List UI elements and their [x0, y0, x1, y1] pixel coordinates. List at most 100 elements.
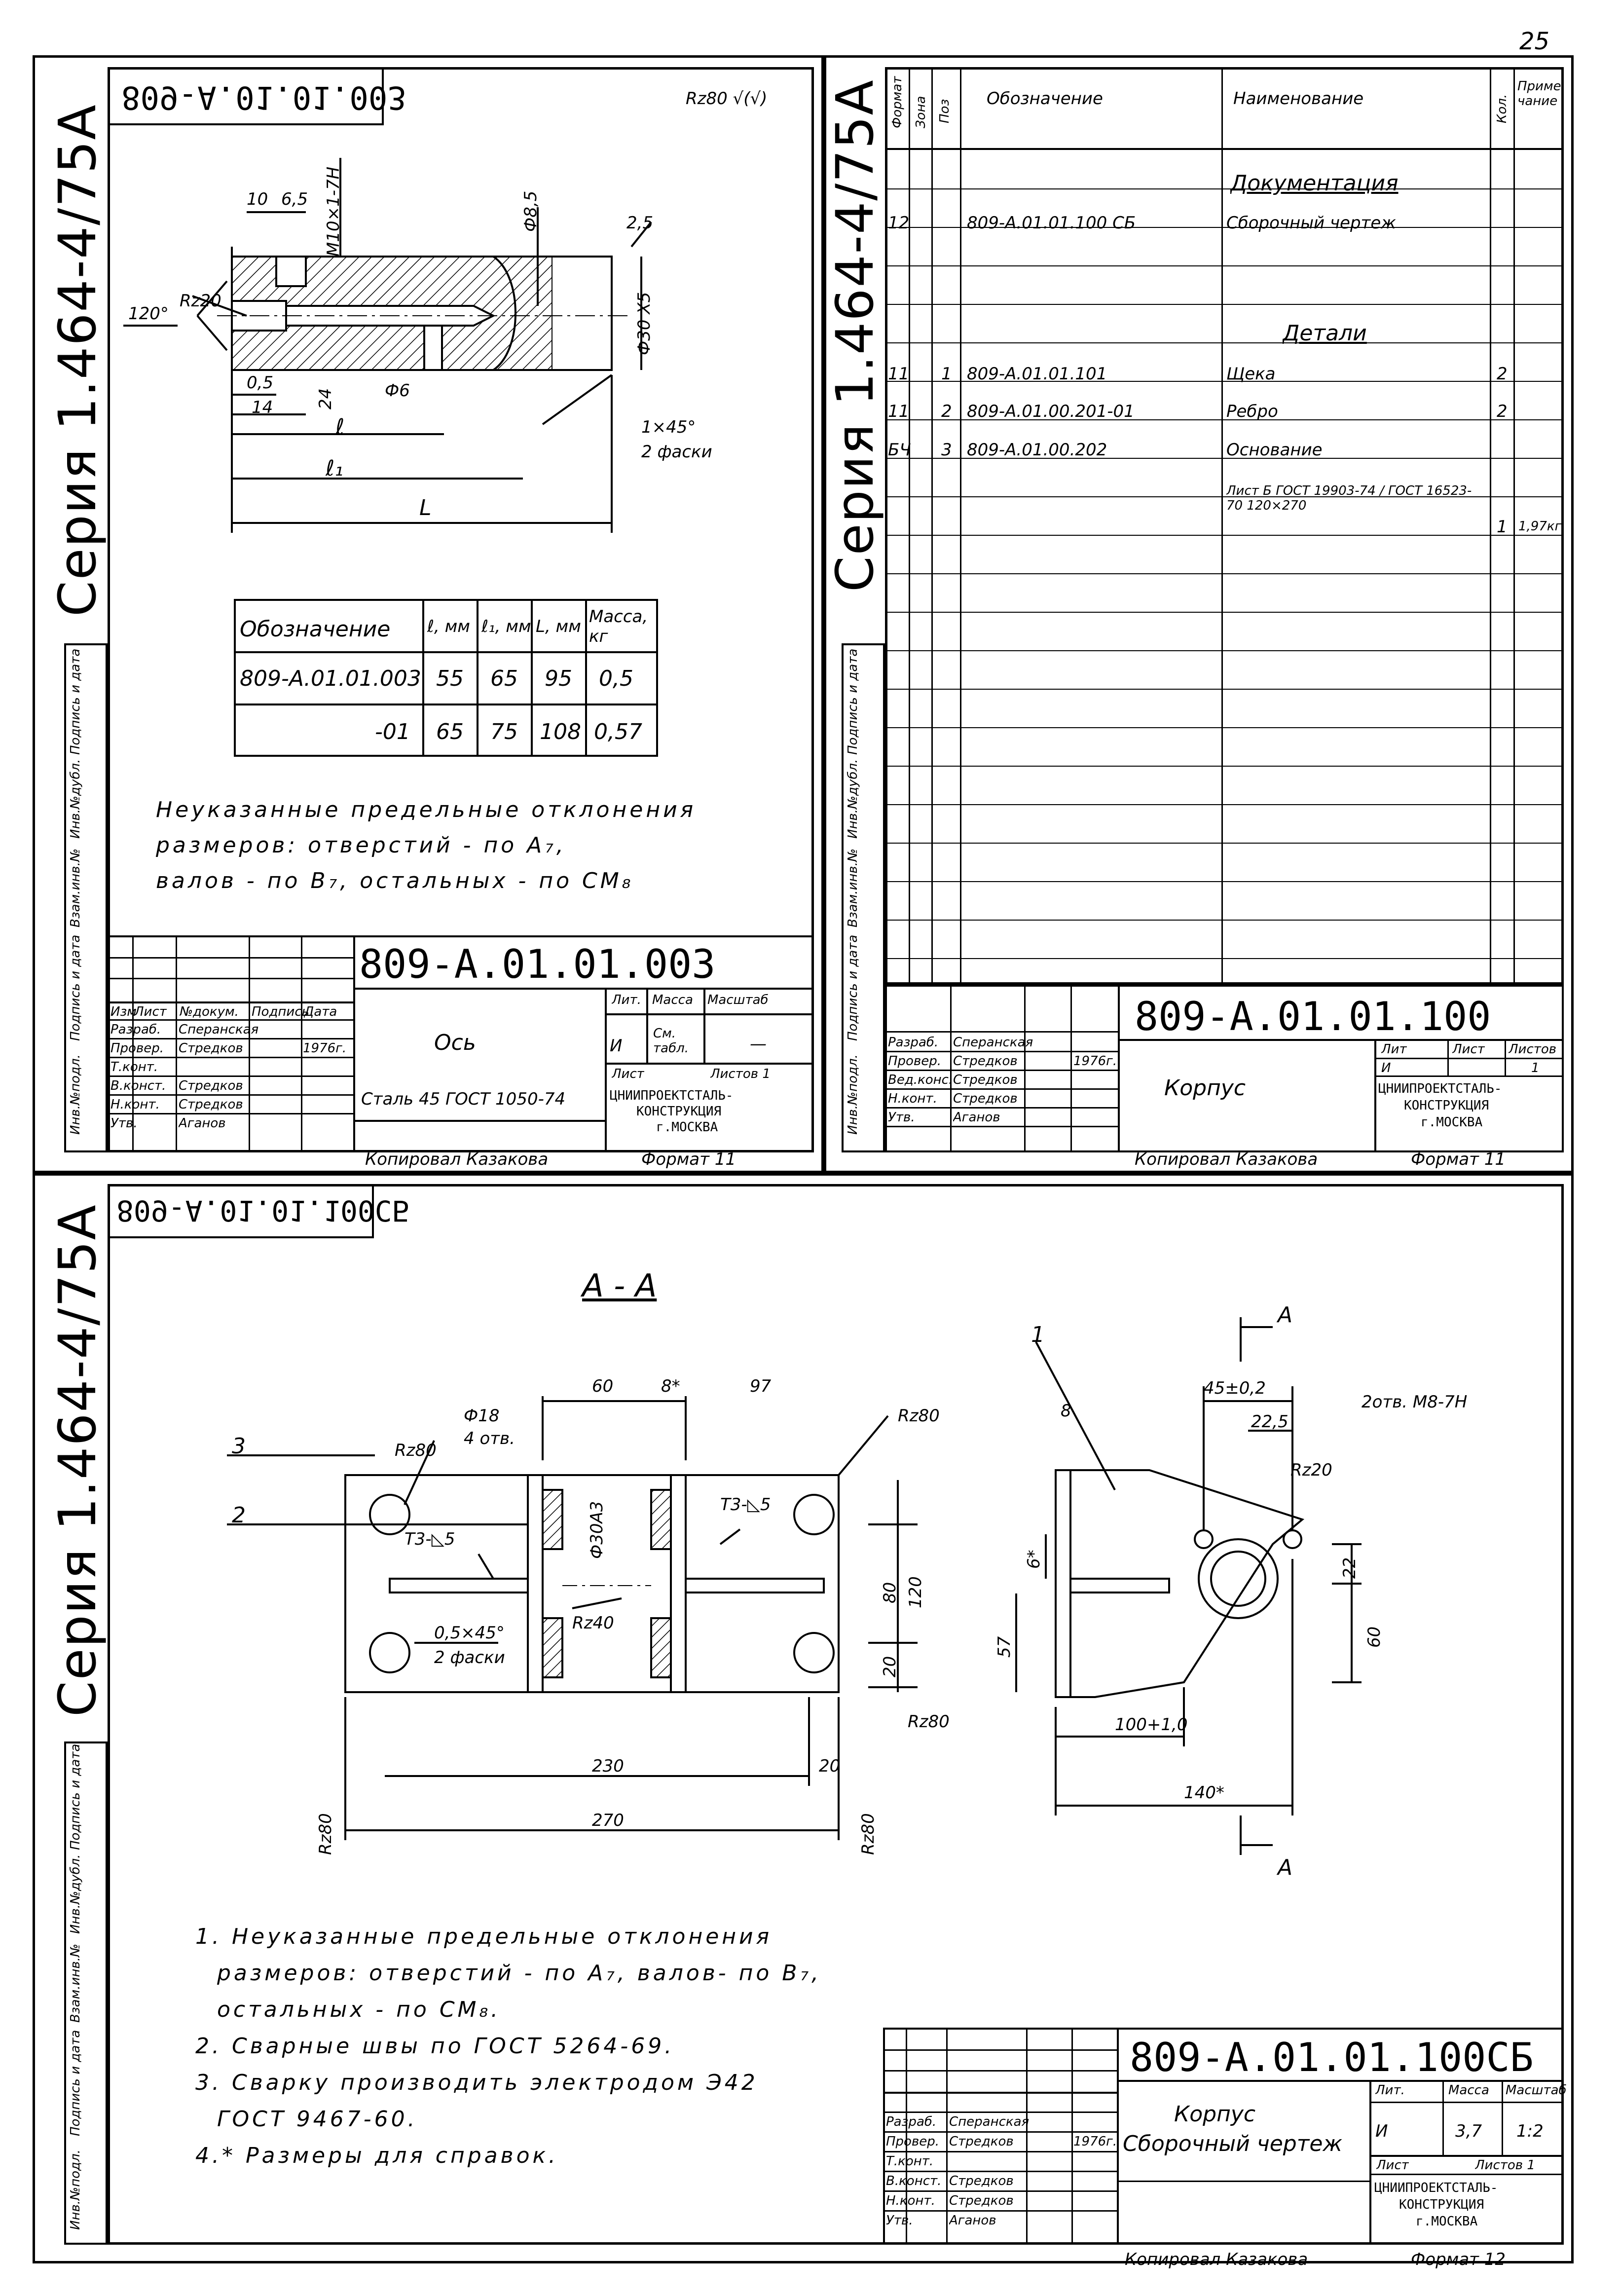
note-line: 4.* Размеры для справок.: [195, 2143, 559, 2168]
dim-8-star: 8*: [661, 1376, 680, 1396]
dim-L: L: [419, 495, 432, 520]
dim-57: 57: [994, 1636, 1014, 1658]
stamp-person: Аганов: [949, 2213, 996, 2228]
stamp-role: Провер.: [886, 2134, 940, 2149]
page-number: 25: [1519, 28, 1550, 55]
dim-14: 14: [252, 398, 273, 417]
axle-drawing: [123, 158, 652, 533]
spec-row-format: 11: [888, 364, 910, 384]
stamp-org-2: КОНСТРУКЦИЯ: [1404, 1098, 1489, 1113]
dim-2-chamfers: 2 фаски: [434, 1648, 505, 1667]
spec-row-pos: 3: [941, 440, 952, 460]
table-cell: 75: [490, 719, 518, 744]
stamp-sheets: 1: [1531, 1061, 1540, 1075]
position-3: 3: [232, 1434, 246, 1459]
stamp-org-3: г.МОСКВА: [1421, 1115, 1483, 1130]
side-view-drawing: [1015, 1317, 1362, 1855]
sheet-1-copied: Копировал Казакова: [365, 1149, 549, 1169]
stamp-col-label: Изм: [110, 1004, 137, 1019]
table-header-L: L, мм: [536, 617, 581, 636]
stamp-lit-label: Лит: [1381, 1042, 1407, 1057]
spec-header-code: Обозначение: [987, 89, 1103, 109]
note-line: 1. Неуказанные предельные отклонения: [195, 1924, 773, 1949]
stamp-role: Разраб.: [110, 1022, 161, 1037]
stamp-scale-label: Масштаб: [1506, 2083, 1567, 2098]
stamp-role: Утв.: [110, 1116, 138, 1131]
spec-header-name: Наименование: [1233, 89, 1364, 109]
sheet-3-stamp-subname: Сборочный чертеж: [1123, 2131, 1343, 2156]
stamp-org-3: г.МОСКВА: [1416, 2214, 1478, 2229]
dim-4-holes: 4 отв.: [464, 1429, 515, 1448]
spec-row-code: 809-А.01.01.100 СБ: [967, 213, 1136, 233]
stamp-scale-label: Масштаб: [707, 993, 769, 1007]
stamp-person: Стредков: [953, 1073, 1018, 1087]
stamp-scale: 1:2: [1516, 2121, 1544, 2141]
sheet-2-stamp-name: Корпус: [1164, 1075, 1246, 1101]
side-strip-3: [64, 1741, 108, 2245]
dim-chamfer-1x45: 1×45°: [641, 417, 696, 437]
spec-section-parts: Детали: [1283, 321, 1367, 346]
dim-20b: 20: [819, 1756, 841, 1776]
stamp-person: Аганов: [179, 1116, 226, 1131]
table-cell: 65: [436, 719, 464, 744]
sheet-2-format: Формат 11: [1411, 1149, 1506, 1169]
sheet-1-format: Формат 11: [641, 1149, 736, 1169]
dim-8: 8: [1061, 1401, 1071, 1421]
stamp-mass-label: Масса: [1448, 2083, 1489, 2098]
dim-0-5: 0,5: [247, 373, 274, 393]
stamp-person: Сперанская: [949, 2114, 1030, 2129]
dim-22: 22: [1340, 1557, 1360, 1579]
stamp-person: Стредков: [949, 2134, 1014, 2149]
sheet-3-frame: [33, 1173, 1574, 2263]
roughness-rz80-d: Rz80: [316, 1813, 335, 1855]
stamp-date: 1976г.: [1073, 2134, 1117, 2149]
stamp-org-1: ЦНИИПРОЕКТСТАЛЬ-: [1374, 2181, 1498, 2195]
stamp-org-1: ЦНИИПРОЕКТСТАЛЬ-: [610, 1088, 734, 1103]
stamp-person: Стредков: [953, 1054, 1018, 1069]
table-cell: 55: [436, 666, 464, 691]
spec-row-qty: 2: [1497, 364, 1508, 384]
roughness-rz80-e: Rz80: [858, 1813, 878, 1855]
stamp-role: Утв.: [888, 1110, 915, 1125]
table-header-l: ℓ, мм: [427, 617, 470, 636]
note-line: остальных - по СМ₈.: [217, 1997, 501, 2022]
stamp-person: Аганов: [953, 1110, 1000, 1125]
sheet-1-material: Сталь 45 ГОСТ 1050-74: [361, 1089, 566, 1109]
note-line: 2. Сварные швы по ГОСТ 5264-69.: [195, 2034, 675, 2059]
stamp-role: Н.конт.: [886, 2193, 935, 2208]
stamp-col-label: Подпись: [252, 1004, 309, 1019]
weld-symbol-a: Т3-◺5: [405, 1529, 455, 1549]
side-strip-1: [64, 643, 108, 1152]
stamp-person: Стредков: [949, 2174, 1014, 2188]
spec-section-docs: Документация: [1230, 171, 1399, 196]
dim-60: 60: [592, 1376, 614, 1396]
sheet-3-stamp-code: 809-А.01.01.100СБ: [1130, 2035, 1534, 2080]
sheet-1-stamp-name: Ось: [434, 1030, 476, 1055]
dim-97: 97: [750, 1376, 772, 1396]
table-cell: 65: [490, 666, 518, 691]
dim-phi-18: Ф18: [464, 1406, 500, 1426]
stamp-sheets-label: Листов 1: [710, 1067, 771, 1081]
stamp-date: 1976г.: [1073, 1054, 1117, 1069]
mirrored-code-box-3: [108, 1184, 374, 1238]
roughness-rz40: Rz40: [572, 1613, 614, 1633]
sheet-2-copied: Копировал Казакова: [1135, 1149, 1318, 1169]
stamp-role: Провер.: [110, 1041, 164, 1056]
table-header-code: Обозначение: [240, 617, 391, 642]
stamp-role: Провер.: [888, 1054, 942, 1069]
spec-row-pos: 2: [941, 402, 952, 421]
dim-80: 80: [880, 1582, 900, 1603]
sheet-2-frame: [824, 55, 1574, 1173]
stamp-role: В.конст.: [886, 2174, 942, 2188]
spec-row-name: Основание: [1226, 440, 1323, 460]
dim-20: 20: [880, 1656, 900, 1677]
sheet-3-format: Формат 12: [1411, 2250, 1506, 2269]
sheet-3-stamp-name: Корпус: [1174, 2102, 1256, 2127]
spec-row-code: 809-А.01.00.201-01: [967, 402, 1135, 421]
stamp-org-3: г.МОСКВА: [656, 1120, 718, 1135]
spec-row-format: БЧ: [888, 440, 911, 460]
dim-45: 45±0,2: [1204, 1378, 1266, 1398]
stamp-person: Стредков: [179, 1097, 243, 1112]
stamp-role: Вед.конс.: [888, 1073, 953, 1087]
